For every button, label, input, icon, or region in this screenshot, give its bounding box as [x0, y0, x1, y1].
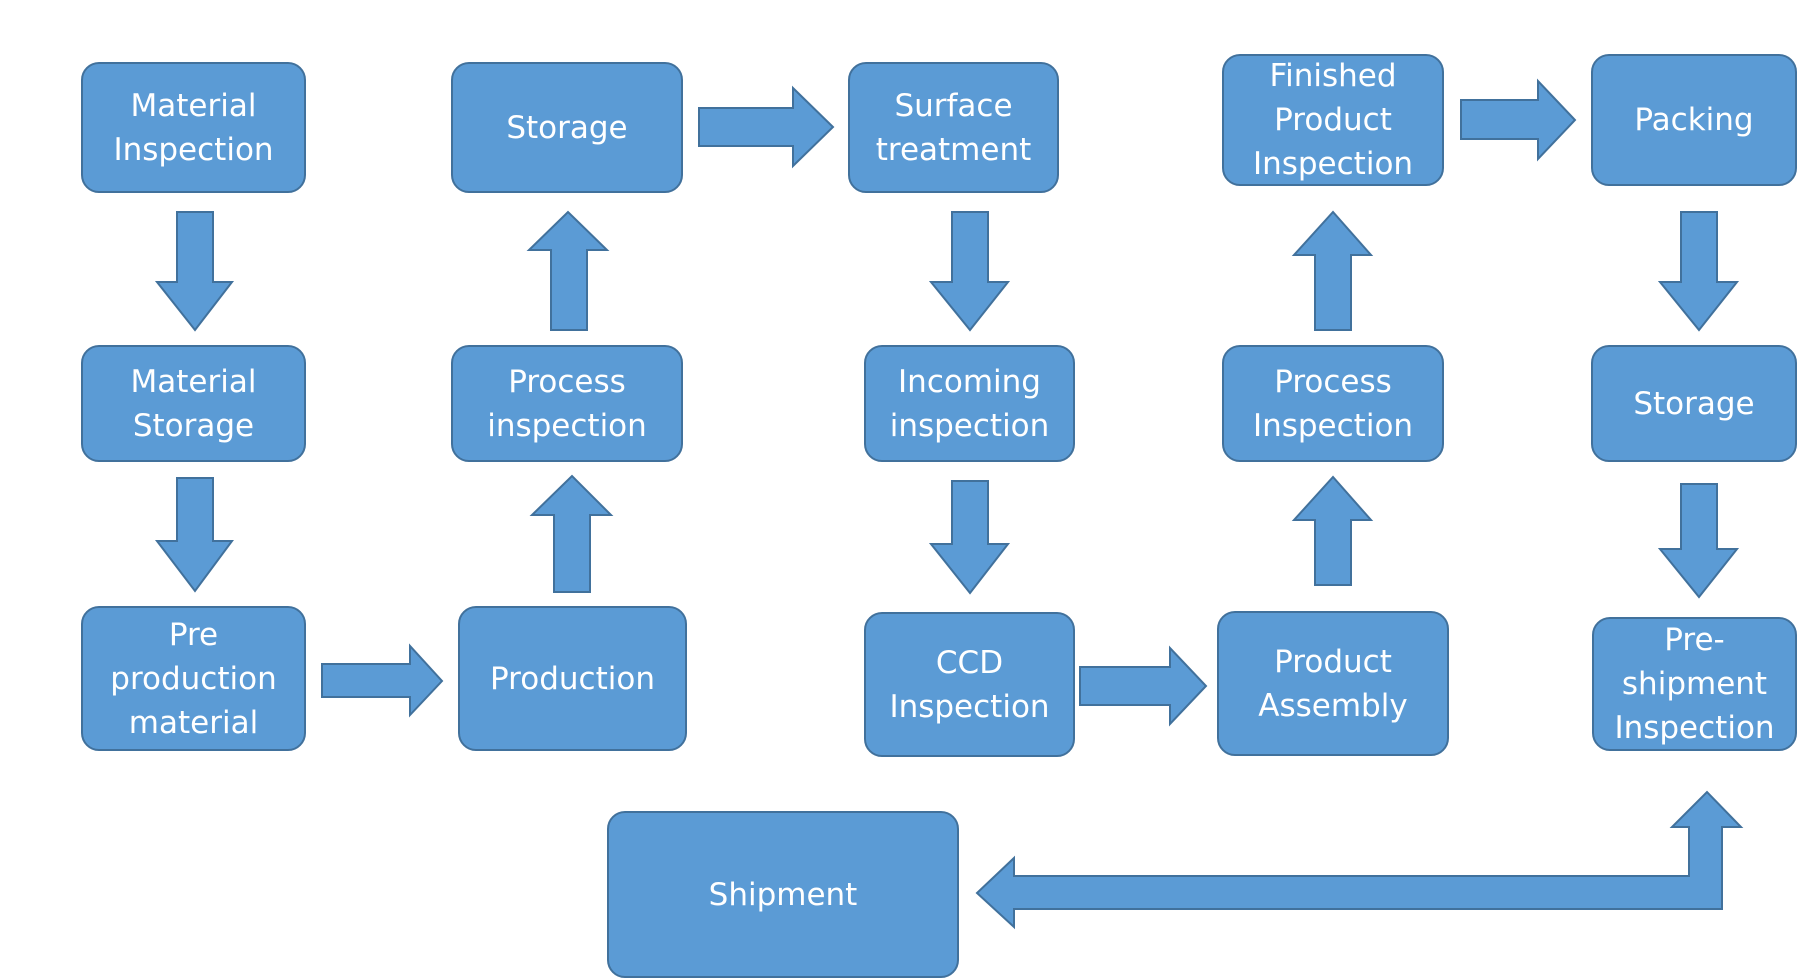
label-surface-treatment: Surface treatment — [875, 87, 1032, 168]
arrow-up-process-inspection-to-finished — [1291, 210, 1374, 331]
box-pre-production-material: Pre production material — [81, 606, 306, 751]
label-shipment: Shipment — [708, 876, 858, 913]
label-production: Production — [490, 660, 655, 697]
label-pre-shipment-inspection: Pre- shipment Inspection — [1614, 622, 1775, 746]
arrow-up-production-to-process-inspection — [529, 474, 614, 593]
label-process-inspection-2: Process Inspection — [1252, 363, 1414, 444]
label-material-storage: Material Storage — [130, 363, 257, 444]
box-production: Production — [458, 606, 687, 751]
arrow-down-storage-to-preshipment — [1657, 483, 1740, 599]
label-material-inspection: Material Inspection — [113, 87, 274, 168]
arrow-right-preproduction-to-production — [321, 643, 444, 718]
arrow-down-surface-treatment-to-incoming — [928, 211, 1011, 332]
box-storage-2: Storage — [1591, 345, 1797, 462]
arrow-right-finished-to-packing — [1460, 78, 1577, 162]
arrow-down-material-inspection-to-storage — [154, 211, 235, 332]
arrow-right-storage-to-surface-treatment — [698, 85, 835, 169]
label-pre-production-material: Pre production material — [110, 616, 277, 741]
label-ccd-inspection: CCD Inspection — [889, 644, 1050, 725]
label-product-assembly: Product Assembly — [1258, 643, 1408, 724]
label-process-inspection-1: Process inspection — [487, 363, 647, 444]
box-material-inspection: Material Inspection — [81, 62, 306, 193]
arrow-down-material-storage-to-preproduction — [154, 477, 234, 593]
box-storage-1: Storage — [451, 62, 683, 193]
box-finished-product-inspection: Finished Product Inspection — [1222, 54, 1444, 186]
box-packing: Packing — [1591, 54, 1797, 186]
box-incoming-inspection: Incoming inspection — [864, 345, 1075, 462]
box-process-inspection-1: Process inspection — [451, 345, 683, 462]
label-finished-product-inspection: Finished Product Inspection — [1252, 58, 1414, 182]
arrow-bent-preshipment-to-shipment — [975, 790, 1744, 930]
box-pre-shipment-inspection: Pre- shipment Inspection — [1592, 617, 1797, 751]
box-shipment: Shipment — [607, 811, 959, 978]
arrow-down-packing-to-storage — [1657, 211, 1740, 332]
box-process-inspection-2: Process Inspection — [1222, 345, 1444, 462]
box-material-storage: Material Storage — [81, 345, 306, 462]
label-incoming-inspection: Incoming inspection — [889, 363, 1050, 444]
arrow-up-process-inspection-to-storage — [526, 210, 610, 331]
label-packing: Packing — [1634, 102, 1754, 138]
label-storage-2: Storage — [1633, 385, 1755, 422]
arrow-down-incoming-to-ccd — [928, 480, 1011, 595]
arrow-right-ccd-to-assembly — [1079, 645, 1208, 727]
box-product-assembly: Product Assembly — [1217, 611, 1449, 756]
label-storage-1: Storage — [506, 109, 628, 146]
arrow-up-assembly-to-process-inspection — [1291, 475, 1374, 586]
box-surface-treatment: Surface treatment — [848, 62, 1059, 193]
box-ccd-inspection: CCD Inspection — [864, 612, 1075, 757]
